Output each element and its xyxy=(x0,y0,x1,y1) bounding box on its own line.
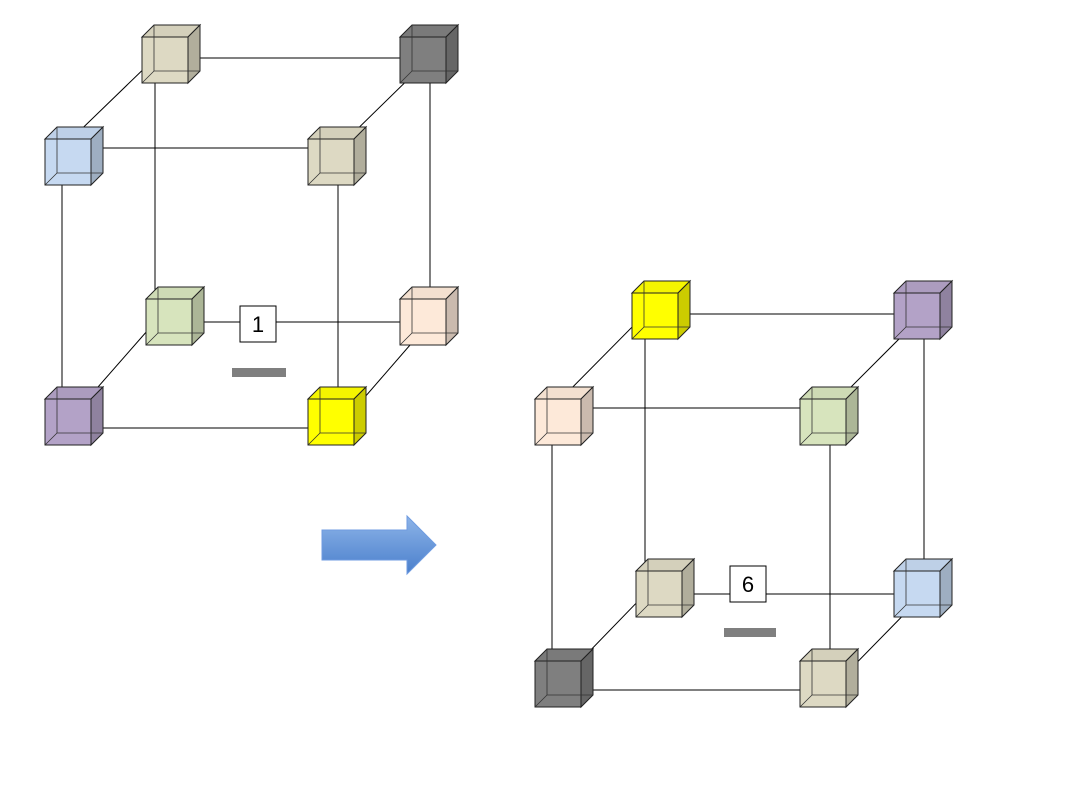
left-corner-back-top-right xyxy=(398,23,460,85)
left-corner-back-top-left xyxy=(140,23,202,85)
left-cube-corners xyxy=(43,23,460,447)
right-cube-edges xyxy=(551,313,925,691)
right-marker xyxy=(724,628,776,637)
right-corner-back-bottom-left xyxy=(634,557,696,619)
left-marker xyxy=(232,368,286,377)
left-cube: 1 xyxy=(43,23,460,447)
left-corner-front-bottom-right xyxy=(306,385,368,447)
right-corner-front-top-right xyxy=(798,385,860,447)
right-corner-front-top-left xyxy=(533,385,595,447)
left-corner-front-top-left xyxy=(43,125,105,187)
right-corner-front-bottom-right xyxy=(798,647,860,709)
right-corner-front-bottom-left xyxy=(533,647,595,709)
left-corner-back-bottom-right xyxy=(398,285,460,347)
right-cube-corners xyxy=(533,279,954,709)
left-corner-front-top-right xyxy=(306,125,368,187)
left-corner-front-bottom-left xyxy=(43,385,105,447)
transform-arrow-icon xyxy=(321,514,437,576)
right-cube: 6 xyxy=(533,279,954,709)
right-cube-label-text: 6 xyxy=(742,572,754,597)
right-corner-back-bottom-right xyxy=(892,557,954,619)
left-corner-back-bottom-left xyxy=(144,285,206,347)
right-cube-label: 6 xyxy=(729,565,767,603)
right-corner-back-top-left xyxy=(630,279,692,341)
left-cube-label: 1 xyxy=(239,305,277,343)
left-cube-label-text: 1 xyxy=(252,312,264,337)
right-corner-back-top-right xyxy=(892,279,954,341)
